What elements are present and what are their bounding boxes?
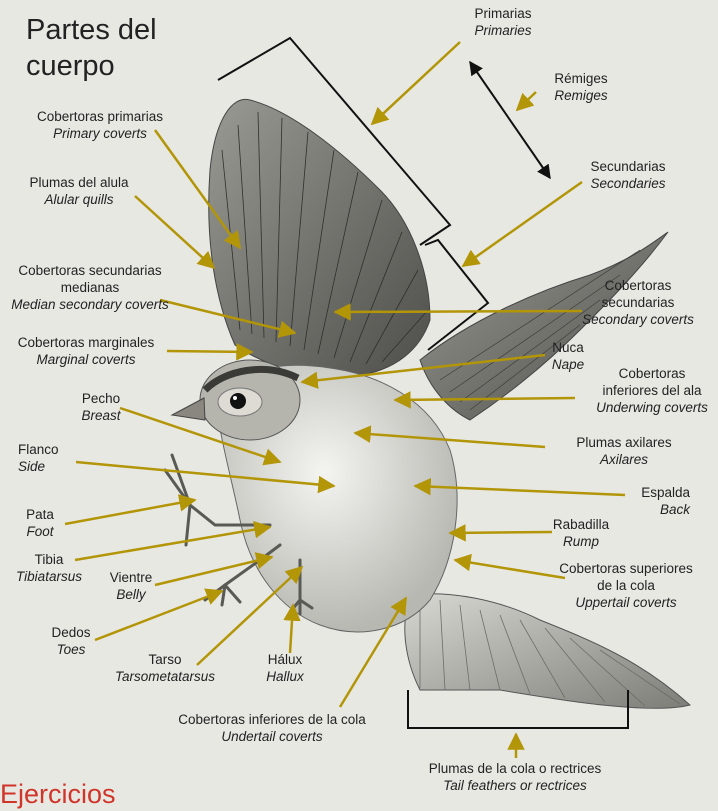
label-breast-es: Pecho [81, 390, 120, 407]
label-secondaries-es: Secundarias [590, 158, 665, 175]
label-primaries-en: Primaries [474, 22, 531, 39]
label-secondary-coverts-es: secundarias [582, 294, 694, 311]
label-remiges: RémigesRemiges [554, 70, 607, 104]
label-secondaries: SecundariasSecondaries [590, 158, 665, 192]
label-marginal-coverts: Cobertoras marginalesMarginal coverts [18, 334, 155, 368]
label-marginal-coverts-en: Marginal coverts [18, 351, 155, 368]
label-nape-es: Nuca [552, 339, 584, 356]
label-nape-en: Nape [552, 356, 584, 373]
label-back-es: Espalda [641, 484, 690, 501]
label-uppertail-coverts: Cobertoras superioresde la colaUppertail… [559, 560, 693, 611]
near-wing [209, 99, 430, 376]
label-foot-es: Pata [26, 506, 54, 523]
beak [172, 398, 205, 420]
label-primary-coverts-es: Cobertoras primarias [37, 108, 163, 125]
label-belly-es: Vientre [110, 569, 153, 586]
label-remiges-en: Remiges [554, 87, 607, 104]
label-rump-en: Rump [553, 533, 609, 550]
label-tibia: TibiaTibiatarsus [16, 551, 82, 585]
label-foot-en: Foot [26, 523, 54, 540]
label-alular-quills-en: Alular quills [29, 191, 128, 208]
label-median-coverts-en: Median secondary coverts [11, 296, 169, 313]
label-rump-es: Rabadilla [553, 516, 609, 533]
label-rump: RabadillaRump [553, 516, 609, 550]
label-underwing-coverts-en: Underwing coverts [596, 399, 708, 416]
label-toes-es: Dedos [51, 624, 90, 641]
exercises-heading: Ejercicios [0, 778, 116, 810]
label-foot: PataFoot [26, 506, 54, 540]
label-alular-quills-es: Plumas del alula [29, 174, 128, 191]
label-back: EspaldaBack [641, 484, 690, 518]
label-side-es: Flanco [18, 441, 59, 458]
label-belly: VientreBelly [110, 569, 153, 603]
label-secondary-coverts: CobertorassecundariasSecondary coverts [582, 277, 694, 328]
label-primary-coverts: Cobertoras primariasPrimary coverts [37, 108, 163, 142]
label-breast: PechoBreast [81, 390, 120, 424]
label-tibia-en: Tibiatarsus [16, 568, 82, 585]
label-side: FlancoSide [18, 441, 59, 475]
label-undertail-coverts-en: Undertail coverts [178, 728, 366, 745]
label-tail-feathers-es: Plumas de la cola o rectrices [429, 760, 602, 777]
label-underwing-coverts-es: inferiores del ala [596, 382, 708, 399]
label-alular-quills: Plumas del alulaAlular quills [29, 174, 128, 208]
label-uppertail-coverts-en: Uppertail coverts [559, 594, 693, 611]
label-primary-coverts-en: Primary coverts [37, 125, 163, 142]
label-breast-en: Breast [81, 407, 120, 424]
label-remiges-es: Rémiges [554, 70, 607, 87]
label-hallux-en: Hallux [266, 668, 304, 685]
label-uppertail-coverts-es: Cobertoras superiores [559, 560, 693, 577]
label-tarsus-es: Tarso [115, 651, 215, 668]
label-side-en: Side [18, 458, 59, 475]
label-tibia-es: Tibia [16, 551, 82, 568]
label-secondary-coverts-en: Secondary coverts [582, 311, 694, 328]
eye [230, 393, 246, 409]
label-median-coverts: Cobertoras secundariasmedianasMedian sec… [11, 262, 169, 313]
label-marginal-coverts-es: Cobertoras marginales [18, 334, 155, 351]
label-underwing-coverts-es: Cobertoras [596, 365, 708, 382]
label-secondary-coverts-es: Cobertoras [582, 277, 694, 294]
label-underwing-coverts: Cobertorasinferiores del alaUnderwing co… [596, 365, 708, 416]
label-median-coverts-es: medianas [11, 279, 169, 296]
label-axillaries: Plumas axilaresAxilares [576, 434, 671, 468]
label-median-coverts-es: Cobertoras secundarias [11, 262, 169, 279]
label-axillaries-es: Plumas axilares [576, 434, 671, 451]
remiges-arrow [470, 62, 550, 178]
label-hallux: HáluxHallux [266, 651, 304, 685]
label-nape: NucaNape [552, 339, 584, 373]
label-toes: DedosToes [51, 624, 90, 658]
label-belly-en: Belly [110, 586, 153, 603]
label-toes-en: Toes [51, 641, 90, 658]
label-hallux-es: Hálux [266, 651, 304, 668]
label-axillaries-en: Axilares [576, 451, 671, 468]
label-undertail-coverts-es: Cobertoras inferiores de la cola [178, 711, 366, 728]
label-back-en: Back [641, 501, 690, 518]
label-secondaries-en: Secondaries [590, 175, 665, 192]
label-primaries-es: Primarias [474, 5, 531, 22]
label-undertail-coverts: Cobertoras inferiores de la colaUndertai… [178, 711, 366, 745]
label-tarsus-en: Tarsometatarsus [115, 668, 215, 685]
label-tarsus: TarsoTarsometatarsus [115, 651, 215, 685]
label-primaries: PrimariasPrimaries [474, 5, 531, 39]
label-tail-feathers: Plumas de la cola o rectricesTail feathe… [429, 760, 602, 794]
label-tail-feathers-en: Tail feathers or rectrices [429, 777, 602, 794]
label-uppertail-coverts-es: de la cola [559, 577, 693, 594]
